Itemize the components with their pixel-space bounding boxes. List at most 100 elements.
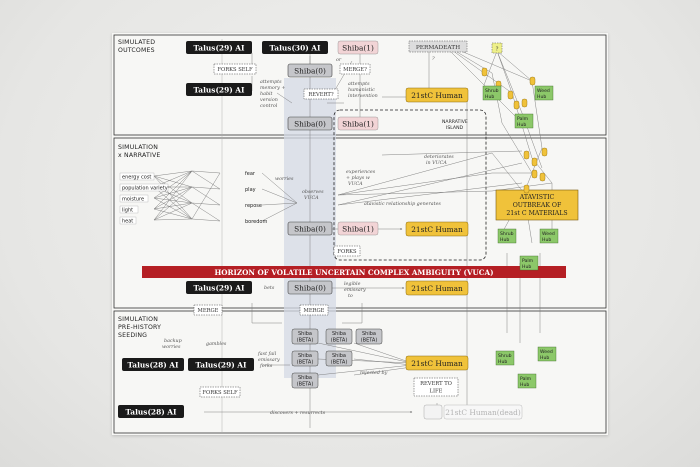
ann-humanistic-1: attempts [348,81,370,87]
human-top-node[interactable] [405,87,469,103]
outcomes-label-2: OUTCOMES [118,47,155,54]
beta-node-3[interactable] [355,328,383,345]
hub-weed-1-b: Hub [537,94,546,100]
beta-2-b: (BETA) [331,338,348,344]
ann-observes-2: VUCA [304,195,319,201]
ann-humanistic-3: intervention [348,93,378,99]
shiba0-a-label: Shiba(0) [294,67,326,76]
talus29-mid-node[interactable] [186,83,252,96]
beta-1-a: Shiba [298,331,312,337]
human-vuca-node[interactable] [405,280,469,296]
shiba0-vuca-label: Shiba(0) [294,284,326,293]
atavistic-box[interactable] [495,189,579,221]
beta-4-b: (BETA) [297,360,314,366]
ann-fastfail-1: fast fail [257,351,277,357]
input-heat: heat [122,219,133,225]
hub-weed-3[interactable] [537,346,557,362]
hub-weed-1[interactable] [534,85,554,101]
ann-attempts-4: version [260,97,278,103]
narrative-label-2: x NARRATIVE [118,152,161,159]
tree-small-nodes [481,67,548,194]
hub-shrub-2-a: Shrub [500,231,514,237]
hub-palm-2[interactable] [519,255,539,271]
question-node[interactable] [491,42,503,54]
shiba0-a-node[interactable] [287,63,333,78]
input-light: light [122,208,133,214]
merge-b-box[interactable] [299,304,329,316]
hubs: Shrub Hub Weed Hub Palm Hub Shrub Hub We… [482,85,559,389]
beta-node-4[interactable] [291,350,319,367]
shiba0-vuca-node[interactable] [287,280,333,295]
narrative-states: fear play repose boredom [245,171,267,225]
human-mid-node[interactable] [405,221,469,237]
human-bottom-node[interactable] [405,355,469,371]
talus29-vuca-node[interactable] [186,281,252,294]
ann-legible-1: legible [344,281,361,287]
input-box-1 [119,172,155,181]
ann-or: or [336,58,342,63]
ann-experiences-2: + plays w [346,175,370,181]
beta-node-5[interactable] [325,350,353,367]
human-bottom-label: 21stC Human [411,359,463,368]
talus29-b-node[interactable] [188,358,254,371]
human-top-label: 21stC Human [411,91,463,100]
hub-palm-1[interactable] [514,113,534,129]
talus28-bottom-node[interactable] [118,405,184,418]
prehistory-frame [113,310,607,434]
atavistic-line-3: 21st C MATERIALS [506,210,567,217]
human-vuca-label: 21stC Human [411,284,463,293]
revert-q-box[interactable] [303,88,339,100]
talus29-top-node[interactable] [186,41,252,54]
atavistic-line-2: OUTBREAK OF [513,202,562,209]
shiba0-c-node[interactable] [287,221,333,236]
tree-node [541,147,548,157]
beta-node-6[interactable] [291,372,319,389]
prehistory-label-1: SIMULATION [118,316,158,323]
talus29-vuca-label: Talus(29) AI [194,284,246,293]
beta-nodes: Shiba (BETA) Shiba (BETA) Shiba (BETA) S… [291,328,383,389]
atavistic-line-1: ATAVISTIC [519,194,555,201]
shiba0-c-label: Shiba(0) [294,225,326,234]
tree-node [529,76,536,86]
ann-legible-3: to [348,293,353,299]
merge-a-box[interactable] [193,304,223,316]
hub-weed-2[interactable] [539,228,559,244]
annotations: or attempts memory + habit version contr… [162,56,454,416]
ann-observes-1: observes [302,189,324,195]
ann-backup-1: backup [164,338,182,344]
hub-palm-3[interactable] [517,373,537,389]
hub-weed-3-b: Hub [540,355,549,361]
horizon-label: HORIZON OF VOLATILE UNCERTAIN COMPLEX AM… [215,268,494,277]
shiba0-b-label: Shiba(0) [294,120,326,129]
hub-shrub-3[interactable] [495,350,515,366]
ann-legible-2: emissary [344,287,366,293]
forks-self-bottom-box[interactable] [199,386,241,398]
shiba1-b-node[interactable] [337,116,379,131]
talus28-a-label: Talus(28) AI [128,361,180,370]
human-dead-node[interactable] [443,404,523,420]
merge-q-box[interactable] [339,63,371,75]
hub-shrub-1-b: Hub [485,94,494,100]
permadeath-node[interactable] [408,40,468,53]
hub-shrub-3-a: Shrub [498,353,512,359]
hub-shrub-2[interactable] [497,228,517,244]
beta-node-1[interactable] [291,328,319,345]
shiba0-b-node[interactable] [287,116,333,131]
revert-life-label-1: REVERT TO [420,381,452,387]
beta-node-2[interactable] [325,328,353,345]
state-fear: fear [245,171,256,177]
shiba1-c-node[interactable] [337,221,379,236]
revert-life-box[interactable] [413,377,459,397]
talus30-node[interactable] [262,41,328,54]
forks-box[interactable] [333,245,361,257]
tree-node [531,169,538,179]
beta-5-b: (BETA) [331,360,348,366]
shiba1-top-node[interactable] [337,40,379,55]
shiba1-top-label: Shiba(1) [342,44,374,53]
hub-palm-1-b: Hub [517,122,526,128]
talus28-a-node[interactable] [122,358,184,371]
input-box-5 [119,216,137,225]
hub-shrub-1[interactable] [482,85,502,101]
hub-palm-3-b: Hub [520,382,529,388]
forks-self-top-box[interactable] [213,63,257,75]
